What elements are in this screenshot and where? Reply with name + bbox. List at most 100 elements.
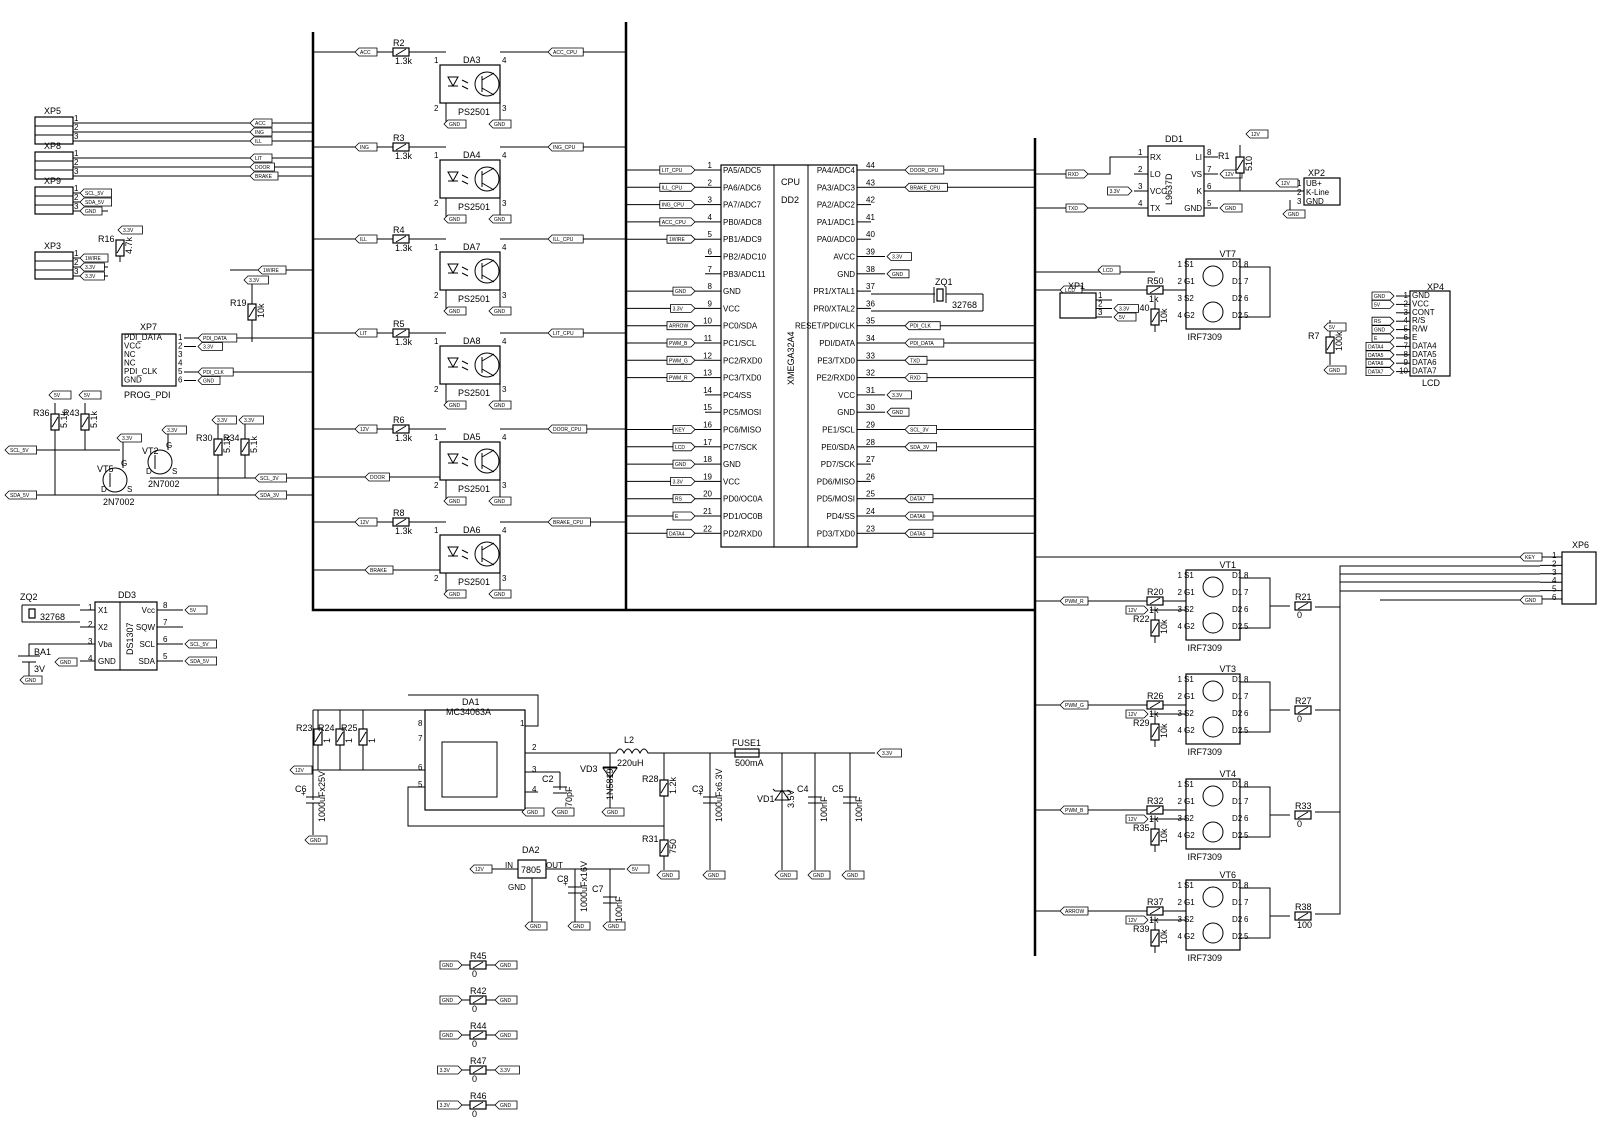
reg-gnd-flag [524,921,548,931]
cpu-right-net-flag-label: SDA_3V [910,445,930,451]
vd3-value: 1N5819 [605,768,615,800]
mosfet-supply-flag-label: 12V [1128,817,1138,823]
rtc-net-flag-label: 5V [190,608,197,614]
cpu-pin-number: 1 [708,161,713,170]
resistor-slash [1326,339,1334,351]
connector-net-flag [249,127,273,137]
connector-net-flag [249,118,273,128]
mosfet-pin-name: D2 [1232,915,1243,924]
connector-pin-number: 1 [74,114,79,123]
mosfet-pin-number: 8 [1244,260,1249,269]
cpu-right-net-flag-label: SCL_3V [910,428,929,434]
cpu-pin-name: PC7/SCK [723,443,758,452]
mosfet-pin-name: D2 [1232,932,1243,941]
level-mosfet-ref: VT5 [97,464,114,474]
resistor-value: 1.3k [395,337,413,347]
resistor-ref: R45 [470,951,487,961]
xp6-ref: XP6 [1572,540,1589,550]
mosfet-pin-name: G1 [1184,898,1195,907]
dd1-pin-number: 4 [1138,199,1143,208]
resistor-slash [660,842,668,854]
connector-xp3-body [34,251,74,280]
optocoupler-part: PS2501 [458,388,490,398]
xp7-net-flag-label: 3.3V [203,345,214,351]
jumper-right-net-flag [494,1030,518,1040]
opto-input-flag-label: 12V [360,520,370,526]
opto-gnd-flag [443,400,467,410]
resistor-value: 5.1k [59,410,69,428]
cpu-pin-number: 11 [704,334,713,343]
opto-output-flag-label: DOOR_CPU [553,427,582,433]
cpu-ref: DD2 [781,195,799,205]
reg-vout-flag [626,864,650,874]
xp4-net-flag [1371,333,1395,343]
resistor-ref: R33 [1295,801,1312,811]
cpu-pin-number: 5 [708,230,713,239]
mosfet-pin-number: 2 [1178,898,1183,907]
cpu-right-net-flag [904,442,937,452]
cpu-right-net-flag [904,165,945,175]
cpu-left-net-flag-label: RS [675,497,683,503]
opto-input-flag-label: ING [360,145,369,151]
cpu-pin-name: PA2/ADC2 [817,201,856,210]
cpu-pin-name: PB1/ADC9 [723,235,762,244]
xp6-pin-number: 3 [1552,568,1557,577]
cpu-right-net-flag [904,338,945,348]
rtc-gnd-flag-label: GND [60,660,72,666]
resistor-ref: R16 [98,234,115,244]
cpu-pin-number: 16 [703,421,712,430]
mosfet-pin-name: S1 [1184,260,1194,269]
mosfet-pin-number: 6 [1244,814,1249,823]
mosfet-lower-symbol [1202,301,1224,323]
resistor-slash [336,731,344,743]
dd1-body [1147,145,1205,217]
capacitor-polarity: + [301,789,306,798]
gate-supply-flag-label: 3.3V [122,436,133,442]
c6-gnd-flag-label: GND [310,838,322,844]
cpu-left-net-flag-label: KEY [675,428,686,434]
cpu-left-net-flag-label: E [675,514,679,520]
connector-net-flag-label: SDA_5V [85,200,105,206]
cpu-pin-number: 14 [703,386,712,395]
xp4-pin-name: DATA5 [1412,350,1437,359]
phototransistor-circle [474,448,500,474]
resistor-value: 100k [1334,331,1344,351]
xp3-1wire-bus-flag [257,265,287,275]
cpu-left-net-flag [670,477,696,486]
mosfet-supply-flag [1125,709,1149,719]
phototransistor-legs [481,259,495,283]
cpu-pin-name: PD7/SCK [821,460,856,469]
led-rays [461,174,469,185]
wire [1240,786,1271,838]
capacitor-ref: C6 [295,784,307,794]
source-pin: S [172,467,177,476]
xp7-pin-name: VCC [124,342,141,351]
xp6-gnd-flag [1519,595,1543,605]
opto-gnd-flag [443,496,467,506]
lcd-net-flag-label: LCD [1103,268,1113,274]
mosfet-pin-name: D1 [1232,780,1243,789]
opto-gnd-flag [488,214,512,224]
cpu-left-net-flag [670,304,696,313]
cpu-left-net-flag-label: ILL_CPU [662,185,683,191]
led-rays [461,456,469,467]
capacitor-value: 100nF [854,796,864,822]
rtc-pin-number: 5 [163,652,168,661]
connector-net-flag [79,271,105,281]
xp4-net-flag-label: DATA7 [1368,370,1384,376]
cpu-left-net-flag-label: PWM_B [669,341,688,347]
mosfet-pin-name: G1 [1184,588,1195,597]
opto-input-flag [354,517,378,527]
optocoupler-part: PS2501 [458,577,490,587]
cpu-type: CPU [781,177,800,187]
rtc-body [94,601,158,671]
opto-gnd-flag [488,496,512,506]
resistor-value: 1 [344,738,354,743]
connector-pin-number: 2 [74,158,79,167]
cpu-right-supply-flag [886,252,912,261]
mosfet-vt5 [102,467,128,493]
dd1-right-net-flag-label: 12V [1225,172,1235,178]
mosfet-pin-name: G2 [1184,311,1195,320]
xp7-ref: XP7 [140,322,157,332]
resistor-slash [241,441,249,453]
